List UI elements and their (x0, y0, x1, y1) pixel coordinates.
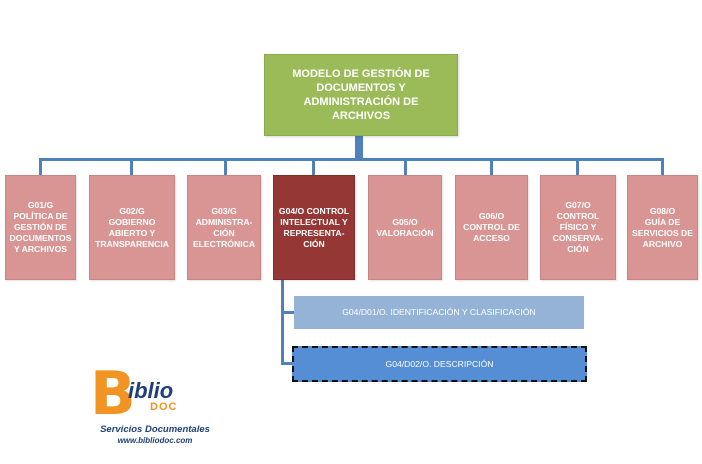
connector-drop-g07 (576, 158, 579, 175)
node-g02-gobierno-abierto[interactable]: G02/G GOBIERNO ABIERTO Y TRANSPARENCIA (89, 175, 175, 280)
connector-horizontal-bus (39, 158, 664, 161)
node-g04-d01-identificacion[interactable]: G04/D01/O. IDENTIFICACIÓN Y CLASIFICACIÓ… (294, 296, 584, 329)
logo-url: www.bibliodoc.com (117, 436, 193, 445)
node-g01-politica[interactable]: G01/G POLÍTICA DE GESTIÓN DE DOCUMENTOS … (5, 175, 76, 280)
connector-root-trunk (355, 136, 363, 160)
logo-name: iblio (128, 378, 174, 403)
node-g06-control-acceso[interactable]: G06/O CONTROL DE ACCESO (455, 175, 528, 280)
node-g03-administracion-electronica[interactable]: G03/G ADMINISTRA- CIÓN ELECTRÓNICA (187, 175, 261, 280)
logo-tagline: Servicios Documentales (100, 424, 210, 435)
node-g05-valoracion[interactable]: G05/O VALORACIÓN (368, 175, 442, 280)
node-g08-guia-servicios[interactable]: G08/O GUÍA DE SERVICIOS DE ARCHIVO (627, 175, 698, 280)
node-g04-d02-descripcion[interactable]: G04/D02/O. DESCRIPCIÓN (292, 346, 587, 382)
node-g07-control-fisico[interactable]: G07/O CONTROL FÍSICO Y CONSERVA- CIÓN (540, 175, 616, 280)
bibliodoc-logo: B iblio DOC Servicios Documentales www.b… (88, 362, 218, 450)
connector-drop-g04 (312, 158, 315, 175)
connector-drop-g01 (39, 158, 42, 175)
node-g04-control-intelectual[interactable]: G04/O CONTROL INTELECTUAL Y REPRESENTA- … (273, 175, 355, 280)
root-node-modelo-gestion[interactable]: MODELO DE GESTIÓN DE DOCUMENTOS Y ADMINI… (264, 54, 458, 136)
connector-g04-d01 (281, 311, 294, 314)
connector-drop-g02 (130, 158, 133, 175)
logo-sub: DOC (150, 401, 178, 413)
connector-g04-d02 (281, 362, 292, 365)
connector-drop-g06 (490, 158, 493, 175)
connector-drop-g05 (404, 158, 407, 175)
connector-drop-g08 (661, 158, 664, 175)
connector-drop-g03 (224, 158, 227, 175)
logo-mark: B (90, 359, 136, 429)
connector-g04-vertical (281, 280, 284, 364)
